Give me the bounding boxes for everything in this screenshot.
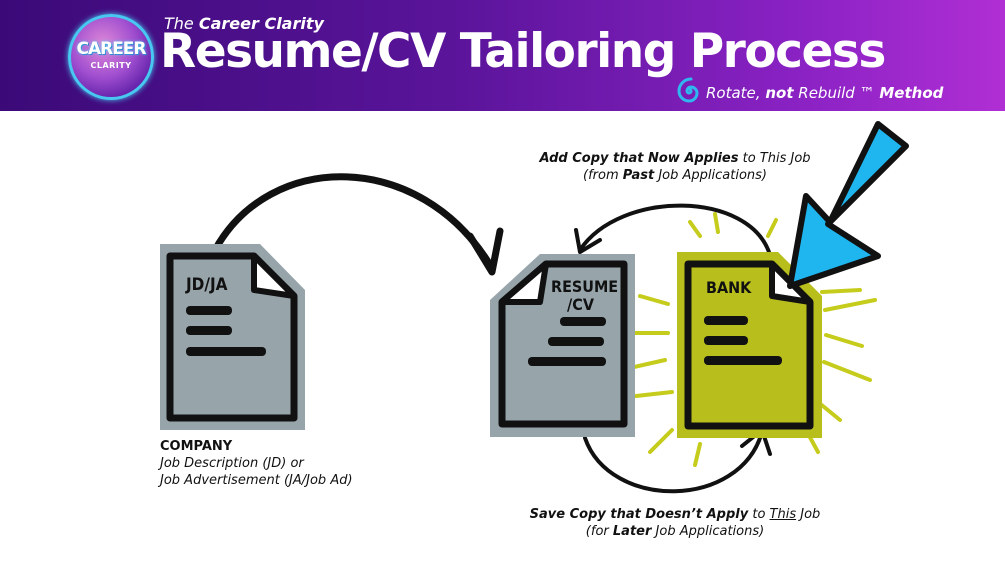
- save-copy-this: This: [769, 507, 797, 522]
- save-copy-job-apps: Job Applications): [655, 524, 765, 539]
- resume-label-line1: RESUME: [551, 277, 618, 296]
- company-line-2: Job Advertisement (JA/Job Ad): [160, 473, 353, 488]
- tagline-not: not: [765, 84, 794, 102]
- add-copy-bold: Add Copy that Now Applies: [539, 151, 739, 166]
- resume-label-line2: /CV: [567, 295, 595, 314]
- bank-to-resume-arrow: [574, 203, 772, 257]
- resume-document: RESUME /CV: [490, 254, 635, 437]
- logo-text-career: CAREER: [76, 39, 146, 59]
- add-copy-past: Past: [622, 168, 655, 183]
- jd-to-resume-arrow: [211, 173, 504, 276]
- add-copy-rest: to This Job: [742, 151, 811, 166]
- kicker-brand: Career Clarity: [198, 14, 324, 33]
- save-copy-later: Later: [612, 524, 652, 539]
- jd-line-1: [186, 306, 232, 315]
- logo-text-clarity: CLARITY: [90, 61, 132, 70]
- bank-line-2: [704, 336, 748, 345]
- add-copy-job-apps: Job Applications): [658, 168, 767, 183]
- company-caption: COMPANY Job Description (JD) or Job Adve…: [160, 438, 353, 489]
- resume-line-2: [548, 337, 604, 346]
- save-copy-job: Job: [800, 507, 821, 522]
- header-kicker: The Career Clarity: [164, 14, 324, 33]
- bank-line-1: [704, 316, 748, 325]
- resume-line-1: [560, 317, 606, 326]
- tagline-rotate: Rotate,: [706, 84, 761, 102]
- bank-document: BANK: [677, 252, 822, 438]
- bank-line-3: [704, 356, 782, 365]
- bank-label: BANK: [706, 278, 752, 297]
- career-clarity-logo: CAREER CLARITY: [68, 14, 154, 100]
- kicker-prefix: The: [164, 14, 194, 33]
- method-tagline: Rotate, not Rebuild ™ Method: [706, 84, 943, 102]
- save-copy-for: (for: [585, 524, 609, 539]
- company-line-1: Job Description (JD) or: [160, 456, 304, 471]
- header-banner: [0, 0, 1005, 111]
- resume-to-bank-arrow: [583, 428, 772, 494]
- add-copy-from: (from: [583, 168, 619, 183]
- add-copy-caption: Add Copy that Now Applies to This Job (f…: [520, 150, 830, 184]
- jd-label: JD/JA: [185, 275, 228, 295]
- tagline-rebuild: Rebuild ™: [798, 84, 875, 102]
- company-heading: COMPANY: [160, 439, 233, 454]
- page-title: Resume/CV Tailoring Process: [160, 24, 886, 79]
- jd-document: JD/JA: [160, 244, 305, 430]
- jd-line-3: [186, 347, 266, 356]
- save-copy-bold: Save Copy that Doesn’t Apply: [529, 507, 749, 522]
- save-copy-caption: Save Copy that Doesn’t Apply to This Job…: [515, 506, 835, 540]
- blue-pointer-arrow-icon: [787, 121, 909, 289]
- resume-line-3: [528, 357, 606, 366]
- tagline-method: Method: [879, 84, 944, 102]
- spiral-icon: [677, 77, 699, 103]
- save-copy-to: to: [752, 507, 766, 522]
- jd-line-2: [186, 326, 232, 335]
